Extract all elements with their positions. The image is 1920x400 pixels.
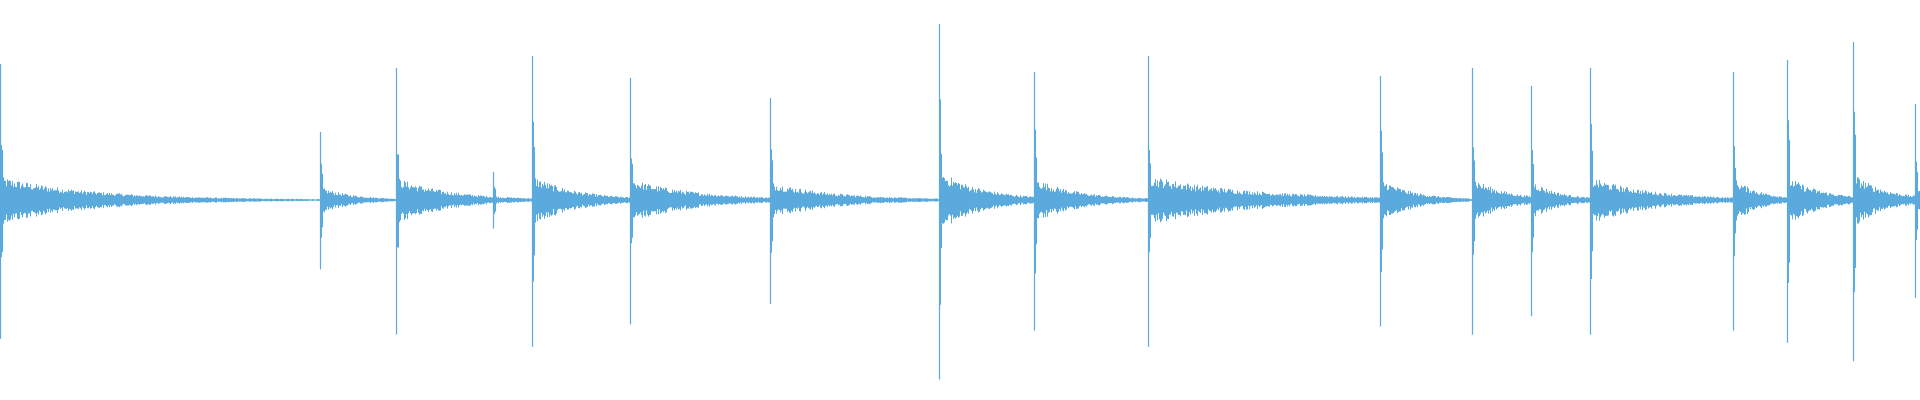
waveform-path (0, 42, 1920, 365)
waveform-signal (0, 24, 1920, 380)
